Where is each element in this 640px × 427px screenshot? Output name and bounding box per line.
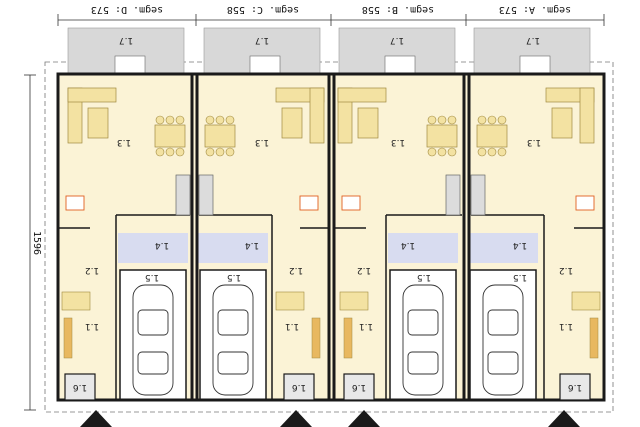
label-entry-d: 1.1 (85, 321, 99, 331)
label-living-b: 1.3 (391, 137, 405, 147)
label-hall-c: 1.2 (289, 265, 303, 275)
label-bath-b: 1.4 (401, 240, 416, 250)
label-entry-a: 1.1 (559, 321, 573, 331)
label-porch-b: 1.6 (352, 382, 367, 392)
segment-d-label: segm. D: 573 (91, 4, 163, 15)
label-garage-c: 1.5 (227, 272, 241, 282)
label-porch-a: 1.6 (568, 382, 583, 392)
label-living-d: 1.3 (117, 137, 131, 147)
cars (132, 284, 524, 396)
site-outline (44, 61, 614, 413)
label-living-a: 1.3 (527, 137, 541, 147)
terrace-label-a: 1.7 (526, 35, 540, 45)
walls (56, 72, 606, 402)
entrance-markers (80, 410, 580, 427)
label-garage-b: 1.5 (417, 272, 431, 282)
stairs (61, 291, 601, 311)
label-bath-d: 1.4 (155, 240, 170, 250)
top-dimension-line (57, 14, 605, 26)
label-porch-d: 1.6 (73, 382, 88, 392)
terrace-label-b: 1.7 (390, 35, 404, 45)
label-hall-d: 1.2 (85, 265, 99, 275)
bathrooms (118, 233, 538, 263)
segment-c-label: segm. C: 558 (227, 4, 299, 15)
room-labels: 1.3 1.3 1.3 1.3 1.2 1.2 1.2 1.2 1.4 1.4 … (73, 137, 583, 392)
chairs (155, 115, 507, 157)
terrace-label-c: 1.7 (255, 35, 269, 45)
depth-dimension-label: 1596 (31, 231, 42, 255)
label-porch-c: 1.6 (292, 382, 307, 392)
label-bath-a: 1.4 (513, 240, 528, 250)
label-bath-c: 1.4 (245, 240, 260, 250)
sofas (67, 87, 595, 144)
shelving (63, 317, 599, 359)
left-dimension-line (24, 74, 36, 411)
label-entry-b: 1.1 (359, 321, 373, 331)
label-hall-a: 1.2 (559, 265, 573, 275)
segment-a-label: segm. A: 573 (499, 4, 571, 15)
label-hall-b: 1.2 (357, 265, 371, 275)
segment-b-label: segm. B: 558 (362, 4, 434, 15)
label-living-c: 1.3 (255, 137, 269, 147)
label-garage-d: 1.5 (145, 272, 159, 282)
kitchen-counters (175, 174, 486, 216)
label-garage-a: 1.5 (513, 272, 527, 282)
terrace-label-d: 1.7 (119, 35, 133, 45)
fireplace-icons (65, 195, 595, 211)
label-entry-c: 1.1 (285, 321, 299, 331)
dining-tables (154, 124, 508, 148)
terraces (67, 27, 591, 75)
porches (64, 373, 591, 401)
garages (119, 269, 537, 401)
